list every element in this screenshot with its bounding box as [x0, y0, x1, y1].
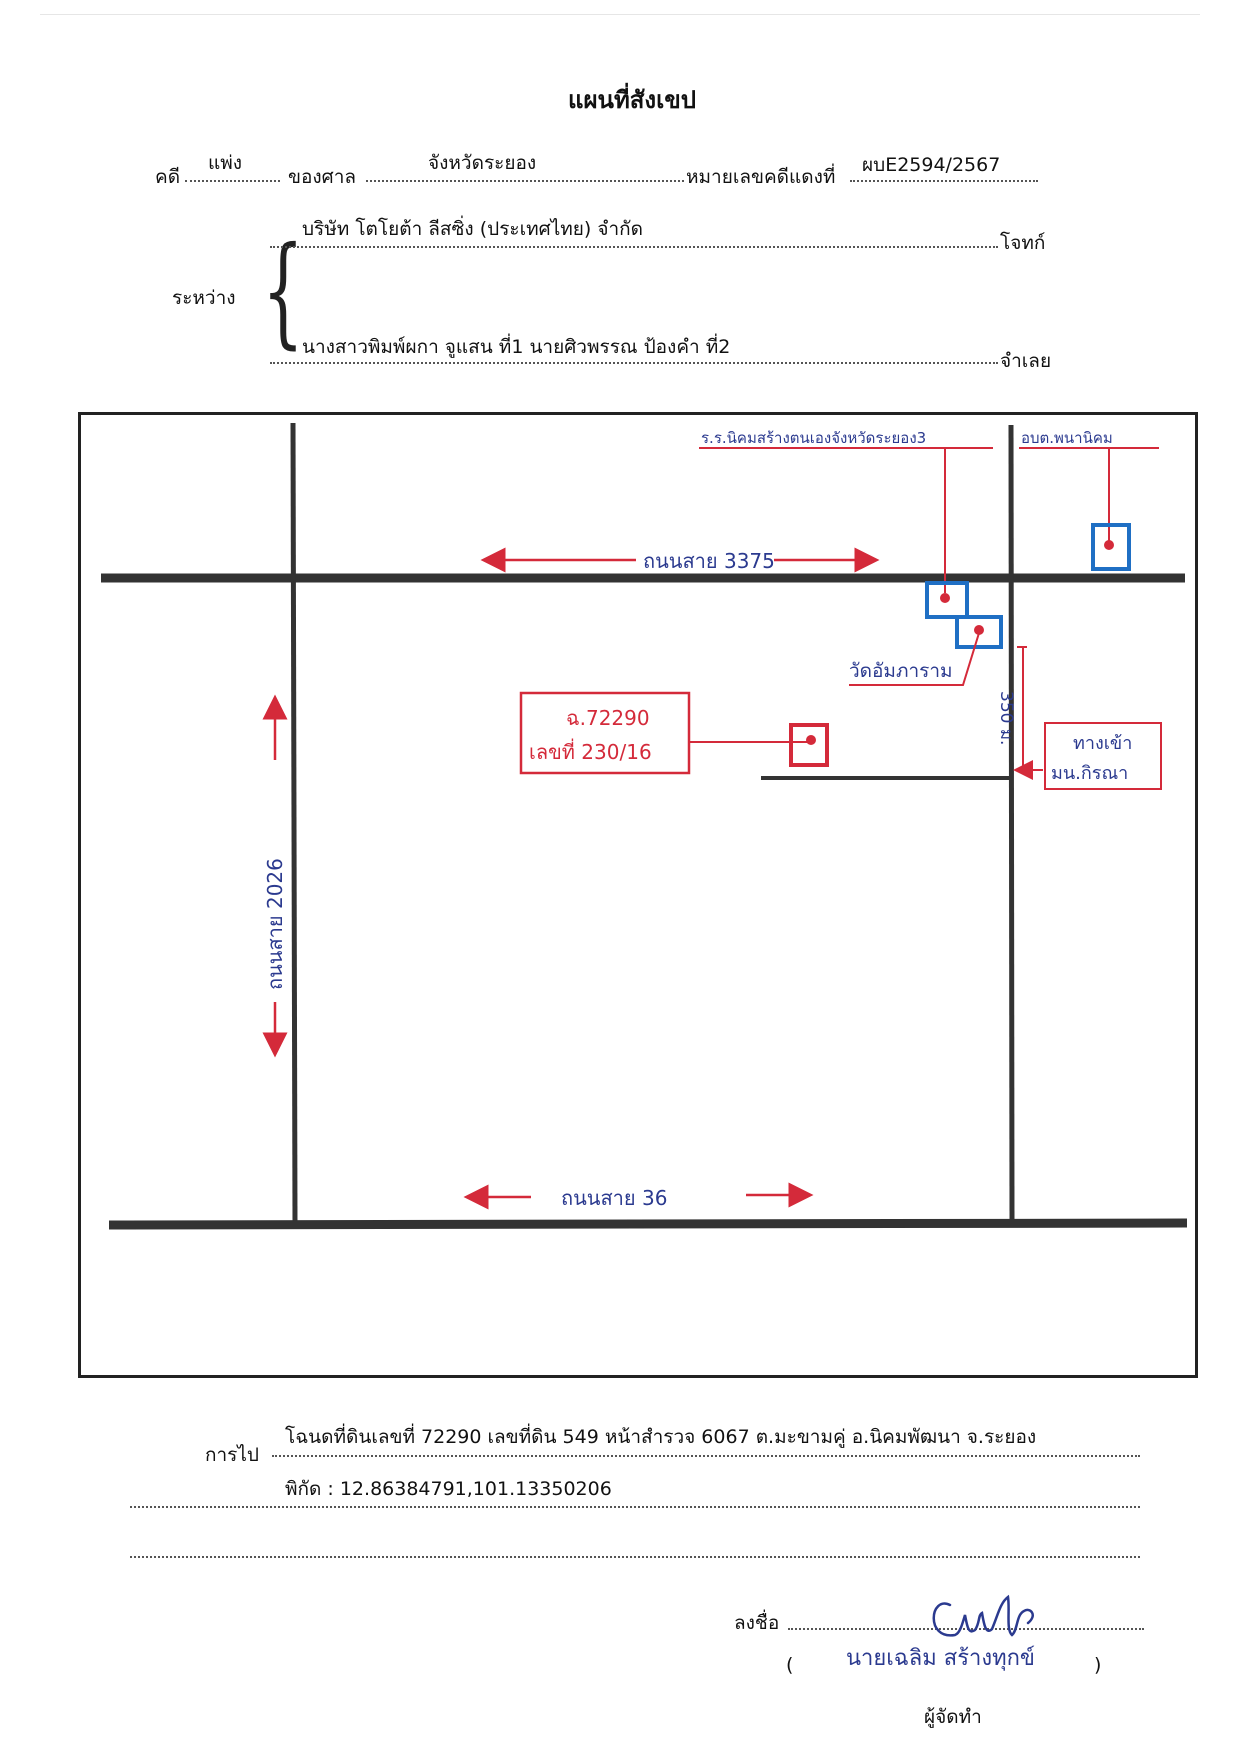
- court-label: ของศาล: [288, 166, 357, 188]
- temple-pointer: [849, 632, 980, 686]
- road-36-line: [108, 1218, 1188, 1230]
- temple-marker-dot: [974, 625, 984, 635]
- red-case-number: ผบE2594/2567: [862, 154, 1001, 176]
- property-marker: [789, 723, 829, 767]
- case-type-dotline: [185, 180, 280, 182]
- temple-marker: [955, 615, 1003, 649]
- defendant-dotline: [270, 362, 998, 364]
- temple-label: วัดอัมภาราม: [849, 660, 953, 682]
- entrance-label-line2: มน.กิรณา: [1051, 763, 1128, 784]
- coords-dotline: [130, 1506, 1140, 1508]
- sao-marker-dot: [1104, 540, 1114, 550]
- entrance-box: [1044, 722, 1162, 790]
- brace-symbol: {: [262, 222, 304, 361]
- road-3375-label: ถนนสาย 3375: [643, 549, 775, 573]
- sign-label: ลงชื่อ: [734, 1612, 780, 1634]
- case-label: คดี: [155, 166, 181, 188]
- directions-label: การไป: [205, 1444, 259, 1466]
- sketch-map: ถนนสาย 3375 ถนนสาย 36 ถนนสาย 2026 ร.ร.นิ…: [78, 412, 1198, 1378]
- entrance-label-line1: ทางเข้า: [1073, 733, 1132, 754]
- defendant-label: จำเลย: [1000, 350, 1052, 372]
- scan-edge: [40, 14, 1200, 15]
- close-paren: ): [1094, 1654, 1102, 1676]
- directions-text: โฉนดที่ดินเลขที่ 72290 เลขที่ดิน 549 หน้…: [285, 1426, 1037, 1448]
- red-case-dotline: [850, 180, 1038, 182]
- distance-label: 350 ม.: [996, 691, 1016, 745]
- school-marker-dot: [940, 593, 950, 603]
- deed-box: [519, 691, 691, 775]
- plaintiff-dotline: [270, 246, 998, 248]
- road-36-label: ถนนสาย 36: [561, 1186, 667, 1210]
- side-road-line: [1008, 424, 1015, 1224]
- road-2026-label: ถนนสาย 2026: [263, 858, 287, 990]
- map-drawing: ถนนสาย 3375 ถนนสาย 36 ถนนสาย 2026 ร.ร.นิ…: [101, 422, 1188, 1230]
- signature-image: [932, 1594, 1034, 1637]
- page-title: แผนที่สังเขป: [568, 86, 696, 114]
- blank-dotline: [130, 1556, 1140, 1558]
- road-2026-line: [290, 422, 298, 1224]
- property-marker-dot: [806, 735, 816, 745]
- signer-name: นายเฉลิม สร้างทุกข์: [846, 1646, 1035, 1671]
- defendant-names: นางสาวพิมพ์ผกา จูแสน ที่1 นายศิวพรรณ ป้อ…: [302, 336, 731, 358]
- school-label: ร.ร.นิคมสร้างตนเองจังหวัดระยอง3: [701, 429, 926, 447]
- court-name: จังหวัดระยอง: [428, 152, 537, 174]
- school-marker: [925, 581, 969, 619]
- deed-house-number: เลขที่ 230/16: [529, 738, 652, 764]
- between-label: ระหว่าง: [172, 287, 236, 309]
- role-label: ผู้จัดทำ: [924, 1706, 982, 1728]
- red-case-label: หมายเลขคดีแดงที่: [686, 166, 836, 188]
- open-paren: (: [786, 1654, 794, 1676]
- sao-marker: [1091, 523, 1131, 571]
- coordinates-text: พิกัด : 12.86384791,101.13350206: [285, 1478, 612, 1500]
- plaintiff-label: โจทก์: [1000, 232, 1046, 254]
- deed-number: ฉ.72290: [566, 706, 650, 730]
- plaintiff-name: บริษัท โตโยต้า ลีสซิ่ง (ประเทศไทย) จำกัด: [302, 218, 644, 240]
- sign-dotline: [788, 1628, 1144, 1630]
- directions-dotline: [272, 1455, 1140, 1457]
- court-dotline: [366, 180, 684, 182]
- case-type: แพ่ง: [208, 152, 243, 174]
- sao-label: อบต.พนานิคม: [1021, 429, 1113, 447]
